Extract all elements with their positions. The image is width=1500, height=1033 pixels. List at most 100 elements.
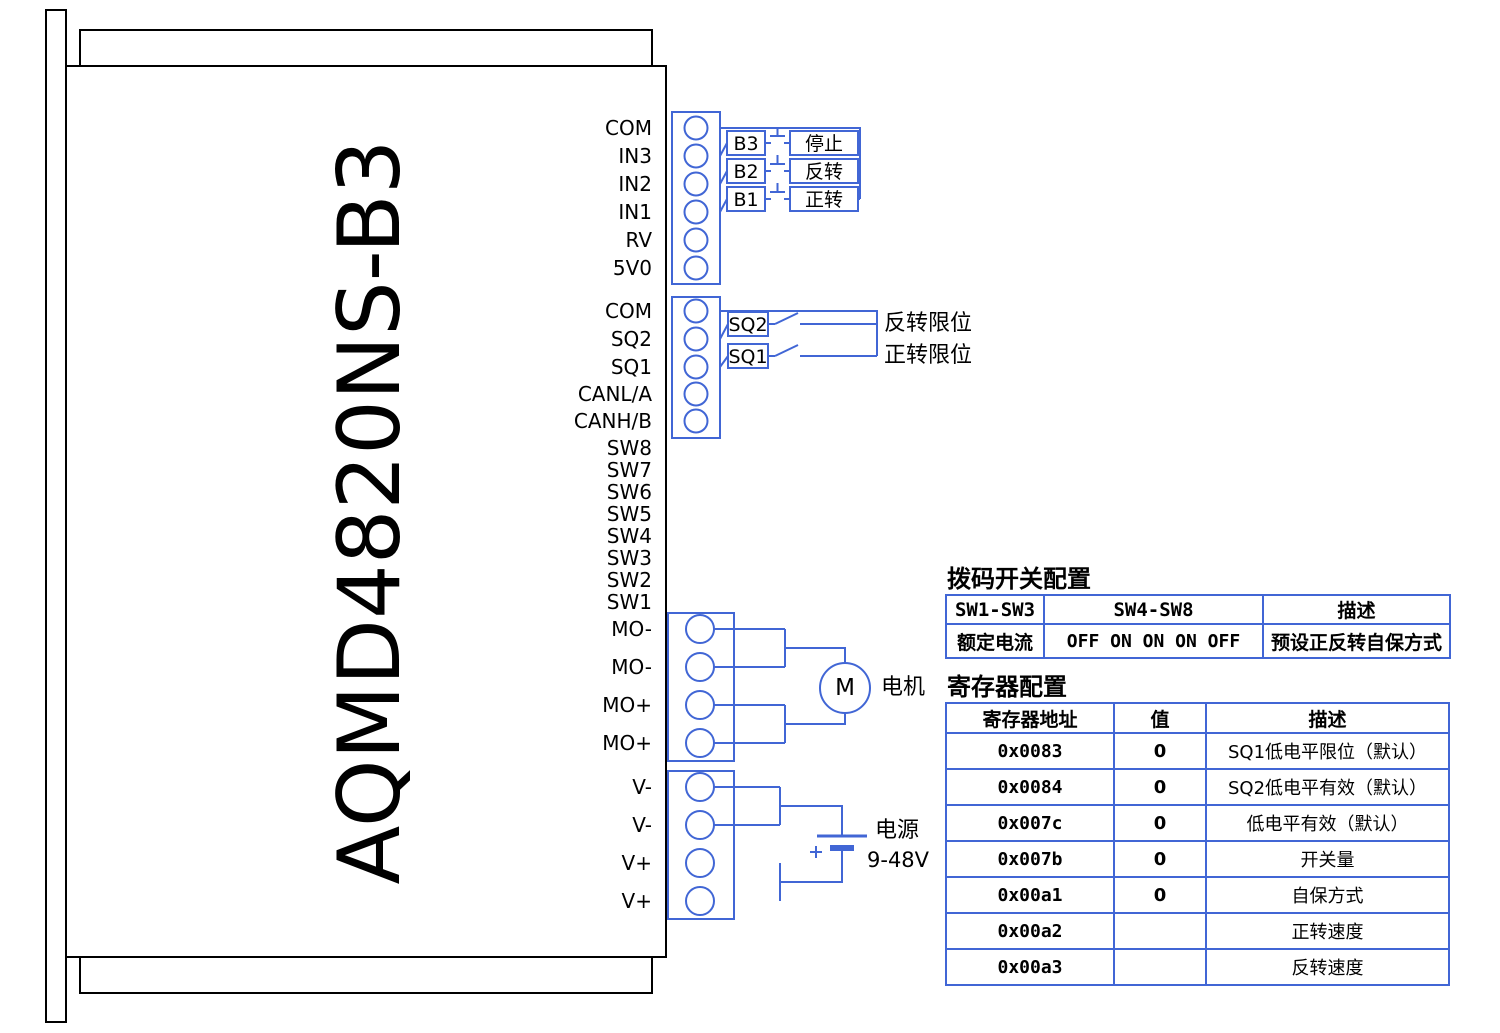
pin-label-mo-minus-2: MO- (611, 655, 652, 679)
vminus-wires (714, 786, 843, 836)
reg-desc: 低电平有效（默认） (1205, 804, 1450, 842)
reg-table-title: 寄存器配置 (947, 673, 1067, 701)
reg-desc: 开关量 (1205, 840, 1450, 878)
pin-label-in3: IN3 (618, 144, 652, 168)
register-config-table: 寄存器地址 值 描述 0x0083 0 SQ1低电平限位（默认） 0x0084 … (945, 702, 1450, 986)
limit-switch-symbol (768, 312, 877, 325)
pin-label-mo-plus-1: MO+ (602, 693, 652, 717)
limit-switch-circuit (719, 310, 878, 369)
reg-header-address: 寄存器地址 (945, 702, 1115, 734)
terminal-hole (683, 354, 709, 380)
power-supply-voltage: 9-48V (867, 848, 930, 872)
button-action-reverse: 反转 (804, 161, 843, 183)
battery-plus-sign (810, 846, 822, 858)
terminal-hole (683, 171, 709, 197)
dip-header-desc: 描述 (1262, 594, 1451, 625)
switch-id-box (727, 343, 769, 369)
pin-label-in2: IN2 (618, 172, 652, 196)
mounting-plate (45, 9, 67, 1023)
reg-value: 0 (1113, 840, 1207, 878)
terminal-hole (683, 298, 709, 324)
terminal-hole (683, 381, 709, 407)
terminal-hole (683, 227, 709, 253)
pin-label-mo-minus-1: MO- (611, 617, 652, 641)
reg-address: 0x00a1 (945, 876, 1115, 914)
motor-label: 电机 (881, 675, 926, 700)
terminal-hole (685, 652, 715, 682)
power-circuit (714, 786, 867, 901)
vplus-wires (779, 848, 843, 901)
dip-table-title: 拨码开关配置 (947, 565, 1091, 593)
dip-cell-desc: 预设正反转自保方式 (1262, 623, 1451, 659)
button-input-wires (719, 142, 728, 213)
switch-com-bus (720, 310, 878, 356)
dip-cell-current: 额定电流 (945, 623, 1045, 659)
table-row: 0x00a2 正转速度 (945, 912, 1450, 950)
pushbutton-symbol (765, 183, 790, 200)
pin-label-sw3: SW3 (606, 546, 652, 570)
reg-desc: 正转速度 (1205, 912, 1450, 950)
pin-label-canl: CANL/A (577, 382, 652, 406)
limit-switch-symbol (768, 344, 877, 357)
device-model-name: AQMD4820NS-B3 (320, 139, 420, 885)
reg-address: 0x0084 (945, 768, 1115, 806)
terminal-hole (685, 848, 715, 878)
dip-header-sw4-sw8: SW4-SW8 (1043, 594, 1264, 625)
button-id-box (726, 158, 766, 184)
terminal-hole (685, 810, 715, 840)
pin-label-sw2: SW2 (606, 568, 652, 592)
pin-label-v-minus-2: V- (632, 813, 652, 837)
reg-address: 0x007b (945, 840, 1115, 878)
reg-header-desc: 描述 (1205, 702, 1450, 734)
limit-label-reverse: 反转限位 (884, 311, 973, 336)
table-header-row: 寄存器地址 值 描述 (945, 702, 1450, 734)
button-id-box (726, 130, 766, 156)
reg-address: 0x00a2 (945, 912, 1115, 950)
motor-symbol (819, 662, 871, 714)
table-row: 0x00a3 反转速度 (945, 948, 1450, 986)
dip-config-table: SW1-SW3 SW4-SW8 描述 额定电流 OFF ON ON ON OFF… (945, 594, 1451, 659)
pin-label-com2: COM (605, 299, 652, 323)
reg-value (1113, 912, 1207, 950)
top-flange (79, 29, 653, 67)
switch-id-sq2: SQ2 (728, 314, 768, 336)
terminal-hole (685, 614, 715, 644)
pin-label-sw5: SW5 (606, 502, 652, 526)
terminal-hole (685, 886, 715, 916)
terminal-hole (683, 326, 709, 352)
pushbutton-symbol (765, 155, 790, 172)
pushbutton-symbol (765, 127, 790, 144)
pin-label-com: COM (605, 116, 652, 140)
motor-symbol-letter: M (835, 675, 855, 701)
reg-header-value: 值 (1113, 702, 1207, 734)
pin-label-in1: IN1 (618, 200, 652, 224)
terminal-hole (685, 728, 715, 758)
reg-address: 0x0083 (945, 732, 1115, 770)
pin-label-sq1: SQ1 (610, 355, 652, 379)
reg-desc: SQ2低电平有效（默认） (1205, 768, 1450, 806)
dip-header-sw1-sw3: SW1-SW3 (945, 594, 1045, 625)
button-action-stop: 停止 (804, 133, 843, 155)
dip-cell-settings: OFF ON ON ON OFF (1043, 623, 1264, 659)
reg-desc: 反转速度 (1205, 948, 1450, 986)
table-row: 0x0083 0 SQ1低电平限位（默认） (945, 732, 1450, 770)
pin-label-canh: CANH/B (573, 409, 652, 433)
motor-neg-wires (714, 628, 846, 668)
com-bus-wire (720, 127, 861, 199)
power-supply-label: 电源 (875, 818, 920, 843)
table-header-row: SW1-SW3 SW4-SW8 描述 (945, 594, 1451, 625)
button-id-b3: B3 (733, 133, 759, 155)
pin-label-sw1: SW1 (606, 590, 652, 614)
pin-label-sw8: SW8 (606, 436, 652, 460)
limit-label-forward: 正转限位 (884, 343, 973, 368)
reg-desc: SQ1低电平限位（默认） (1205, 732, 1450, 770)
reg-value: 0 (1113, 768, 1207, 806)
button-id-b2: B2 (733, 161, 759, 183)
pin-label-rv: RV (625, 228, 652, 252)
reg-address: 0x007c (945, 804, 1115, 842)
terminal-hole (683, 255, 709, 281)
terminal-hole (685, 772, 715, 802)
button-id-b1: B1 (733, 189, 759, 211)
